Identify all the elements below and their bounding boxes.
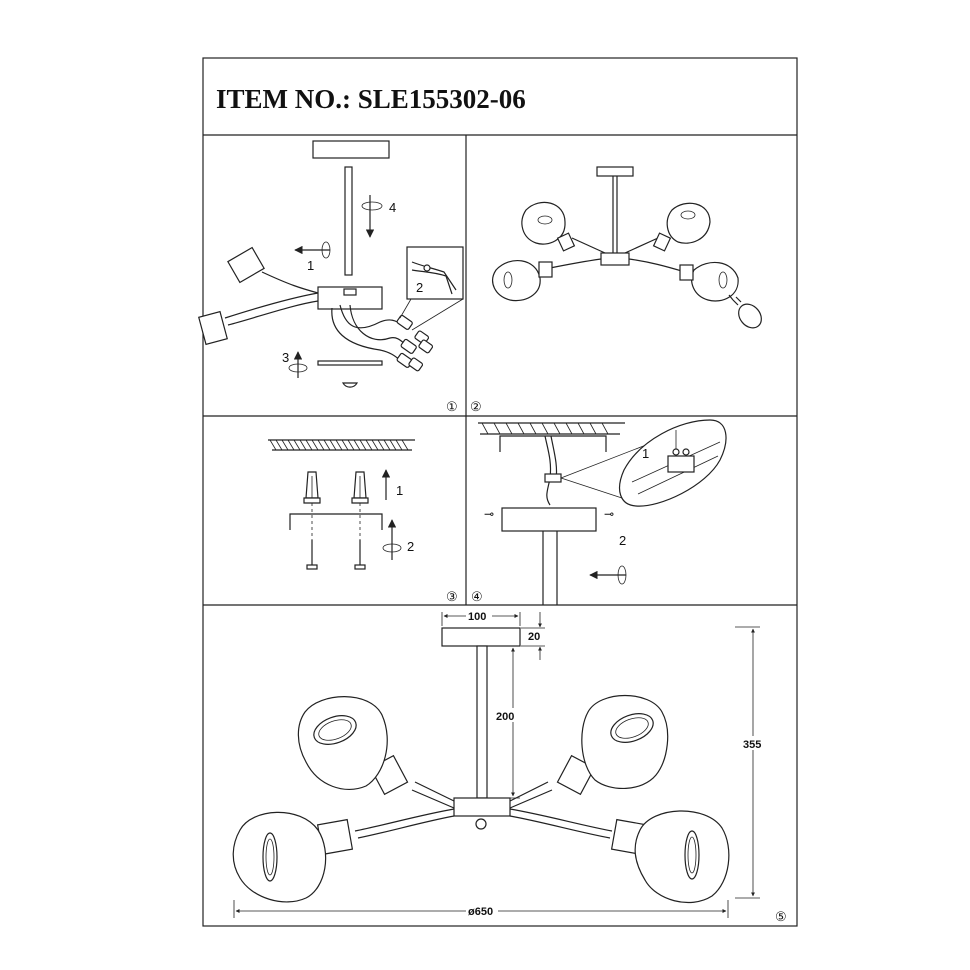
shade [666,202,711,244]
step-1-label: 1 [396,483,403,498]
hub [600,252,630,266]
shade [691,261,739,302]
dim-canopy-height: 20 [528,631,540,643]
dim-total-height: 355 [743,739,761,751]
step-2-label: 2 [416,280,423,295]
panel-5-mark: ⑤ [775,909,787,924]
socket [227,246,265,284]
shade [297,696,388,790]
dim-canopy-width: 100 [468,611,486,623]
socket [556,754,596,796]
finial [475,818,487,830]
socket [198,310,228,346]
screw-icon: ⊸ [604,507,614,521]
terminal-inset [619,419,727,507]
screw-icon: ⊸ [484,507,494,521]
terminal-block [544,473,562,483]
mounting-bracket [499,435,607,452]
screw [354,540,366,570]
rotate-icon [321,241,331,259]
panel-4-mark: ④ [471,589,483,604]
rotate-icon [617,565,627,585]
rotate-icon [382,543,402,553]
panel-2-mark: ② [470,399,482,414]
shade [521,201,566,245]
panel-1-mark: ① [446,399,458,414]
rotate-icon [288,363,308,373]
panel-4-canopy: ④ ⊸ ⊸ 1 2 [471,419,727,605]
rotate-icon [361,201,383,211]
shade [634,810,730,904]
item-title: ITEM NO.: SLE155302-06 [216,84,526,114]
step-2-label: 2 [407,539,414,554]
finial [341,382,359,388]
hub [453,797,511,817]
canopy [501,507,597,532]
step-1-label: 1 [307,258,314,273]
wire-connector [396,314,434,372]
canopy [596,166,634,177]
canopy [441,627,521,647]
step-1-label: 1 [642,446,649,461]
ceiling-plate [312,140,390,159]
shade [581,695,669,790]
shade [232,811,327,903]
dim-diameter: ø650 [468,906,493,918]
rod [476,645,488,799]
panel-3-mark: ③ [446,589,458,604]
sheet-frame [202,57,798,927]
screw [306,540,318,570]
panel-3-mounting: ③ [268,439,458,604]
ceiling-band [268,439,415,451]
panel-1-wiring: 1 4 3 2 ① [198,140,464,414]
step-4-label: 4 [389,200,396,215]
arm [224,292,319,319]
bulb-icon [728,294,762,329]
panel-5-dimensions: 100 20 200 355 ø650 ⑤ [232,609,787,924]
mounting-bracket [289,513,383,530]
dim-rod-length: 200 [496,711,514,723]
wall-anchor [351,471,369,504]
step-3-label: 3 [282,350,289,365]
panel-2-assembled: ② [470,166,762,414]
step-2-label: 2 [619,533,626,548]
cover-plate [317,360,383,366]
wall-anchor [303,471,321,504]
ceiling-band [478,422,625,435]
shade [492,259,541,302]
rod [344,166,353,276]
